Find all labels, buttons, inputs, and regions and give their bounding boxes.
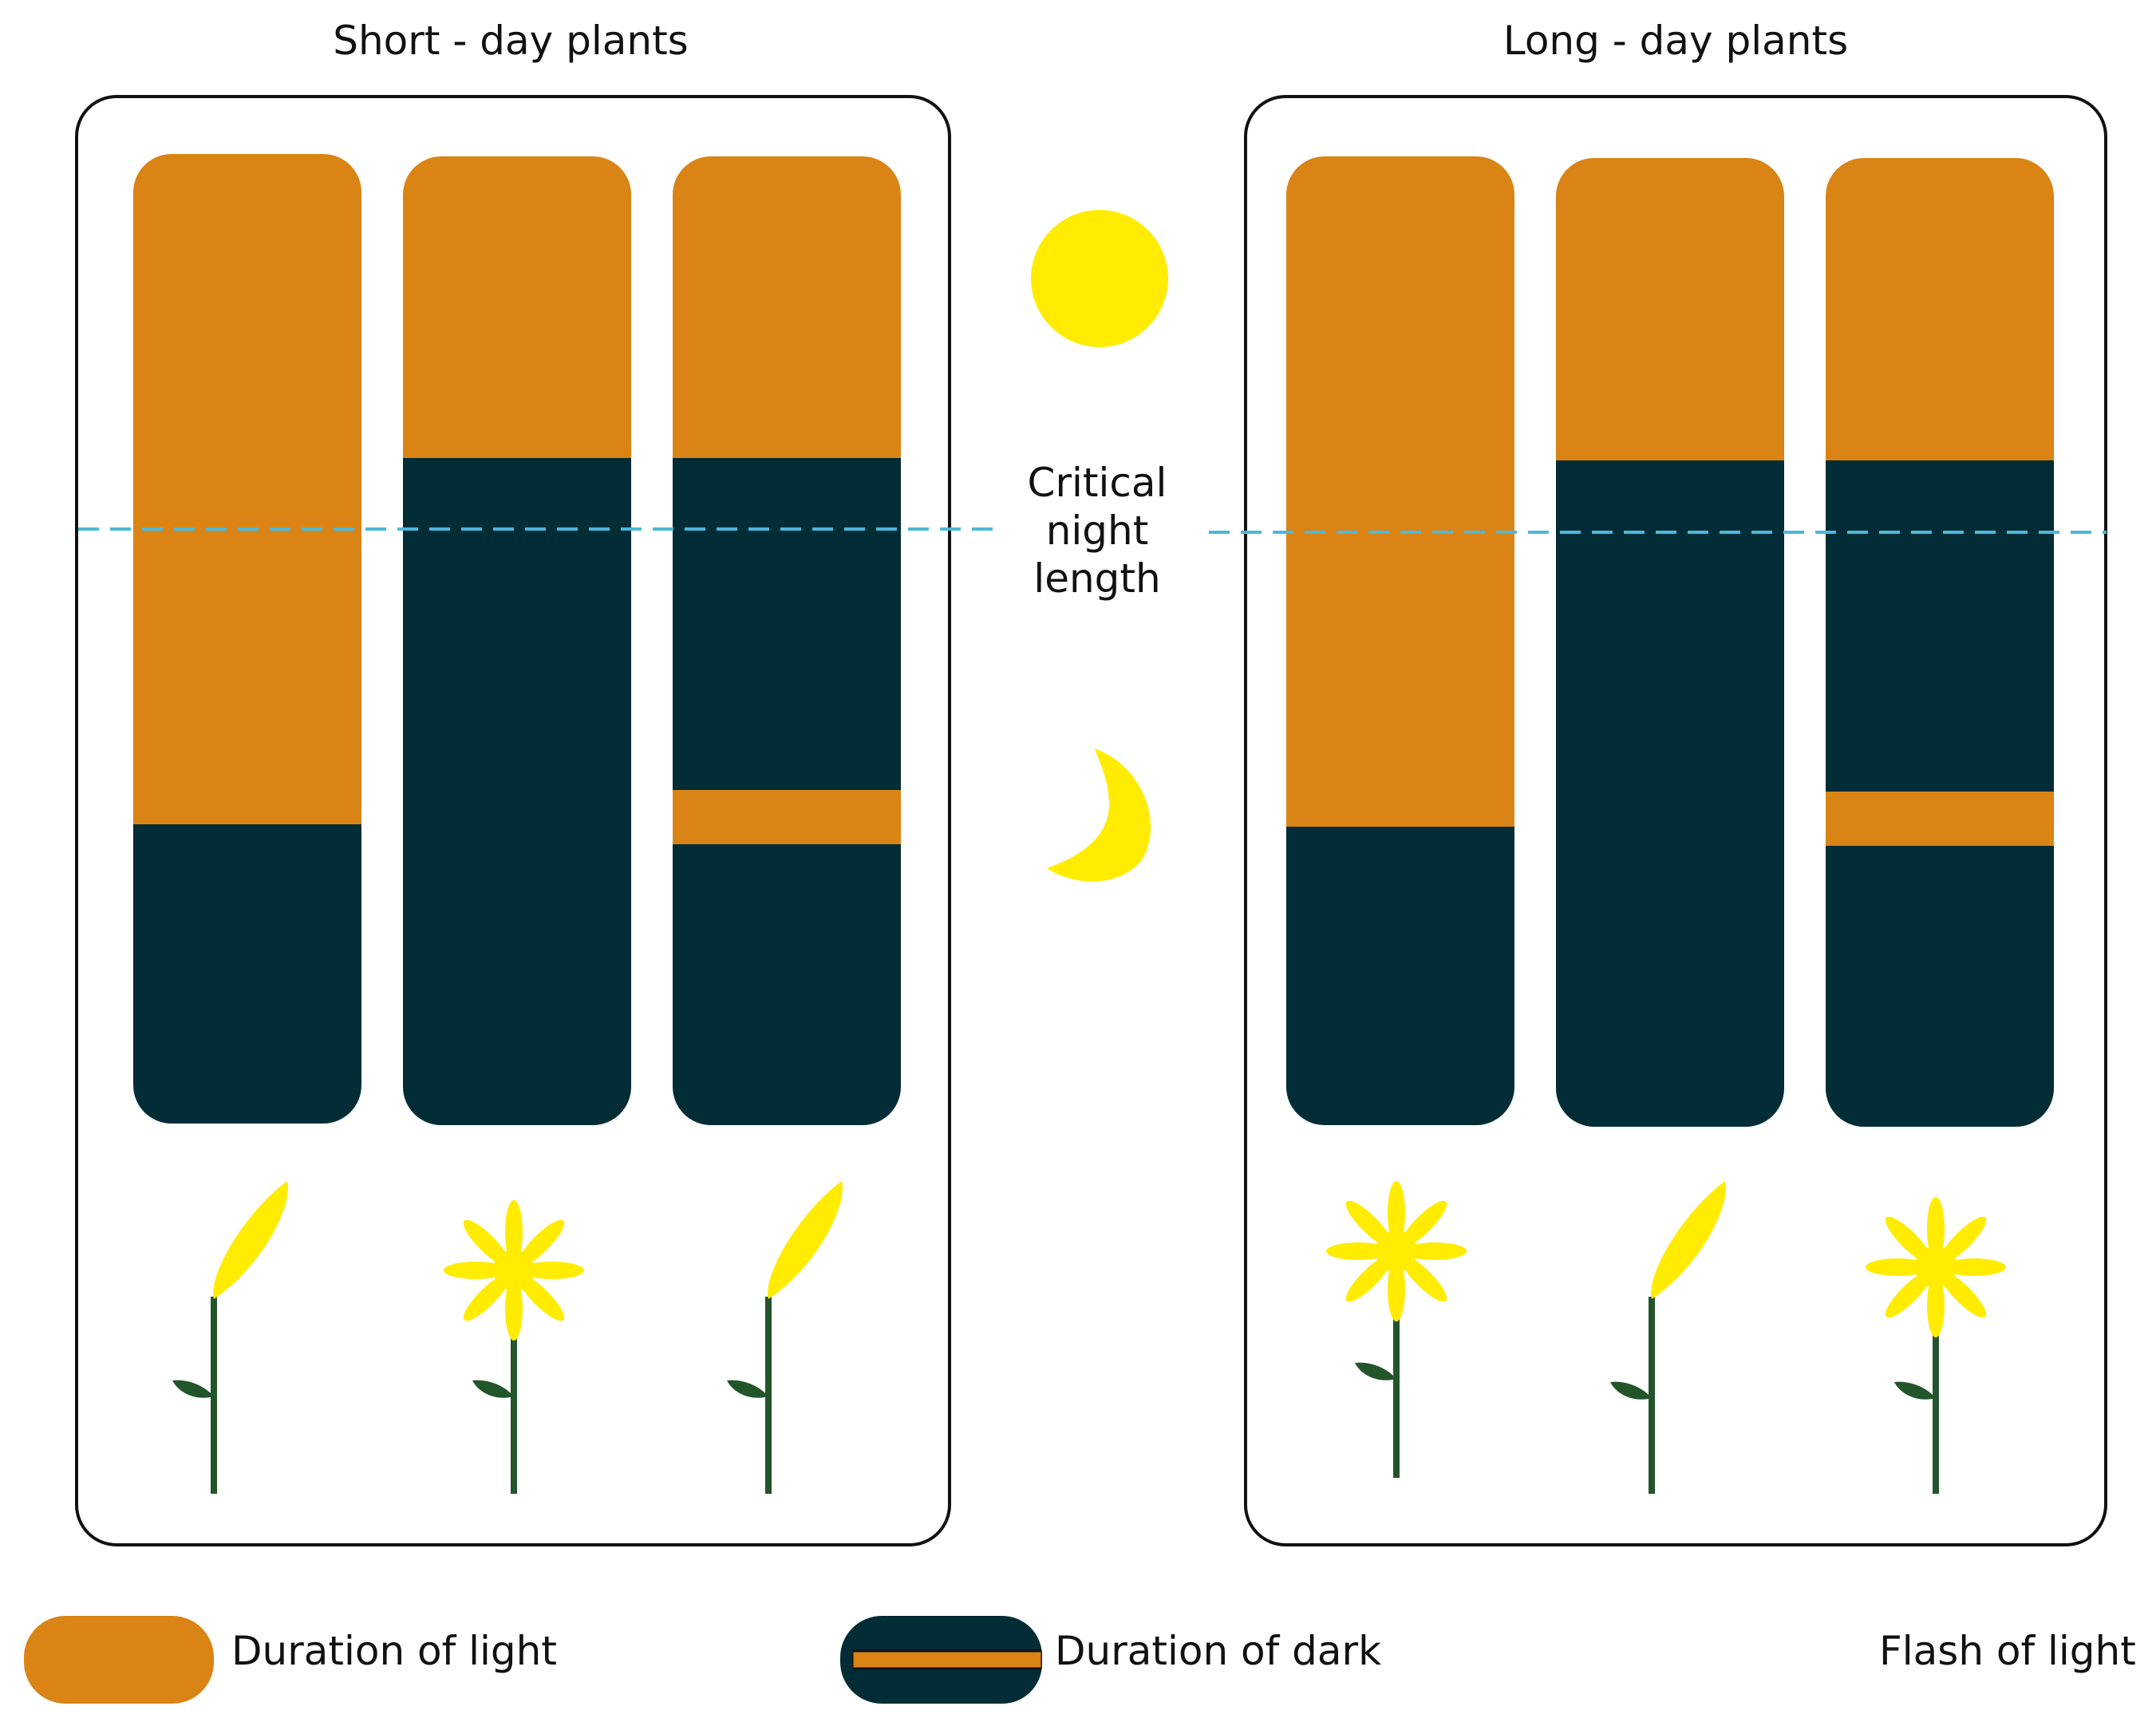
long-day-bar-3 [1826, 158, 2054, 1127]
legend-dark-label: Duration of dark [1055, 1628, 1382, 1674]
legend-light-label: Duration of light [231, 1628, 557, 1674]
long-day-plant-2 [1610, 1181, 1727, 1494]
legend-flash-label: Flash of light [1879, 1628, 2136, 1674]
short-day-plant-1 [172, 1181, 289, 1494]
legend-light-swatch [24, 1616, 214, 1704]
crescent-moon-icon [1047, 748, 1151, 882]
legend-flash-swatch [852, 1616, 1042, 1704]
short-day-bar-2 [403, 156, 631, 1125]
critical-night-length-label: Critical night length [981, 459, 1213, 602]
long-day-plant-3 [1866, 1197, 2006, 1494]
long-day-panel [1244, 95, 2107, 1546]
critical-line-1: Critical [1027, 460, 1167, 506]
short-day-panel [75, 95, 951, 1546]
short-day-plant-2 [444, 1200, 584, 1494]
long-day-plant-1 [1326, 1181, 1467, 1478]
short-day-bar-3 [673, 156, 901, 1125]
long-day-title: Long - day plants [1502, 18, 1849, 64]
flash-of-light-band [673, 790, 901, 844]
short-day-title: Short - day plants [333, 18, 689, 64]
critical-line-3: length [1033, 555, 1161, 602]
critical-line-2: night [1045, 508, 1149, 554]
sun-icon [1031, 210, 1168, 347]
short-day-bar-1 [133, 154, 361, 1124]
long-day-bar-1 [1286, 156, 1514, 1125]
long-day-bar-2 [1556, 158, 1784, 1127]
short-day-plant-3 [727, 1181, 843, 1494]
flash-of-light-band [1826, 792, 2054, 846]
